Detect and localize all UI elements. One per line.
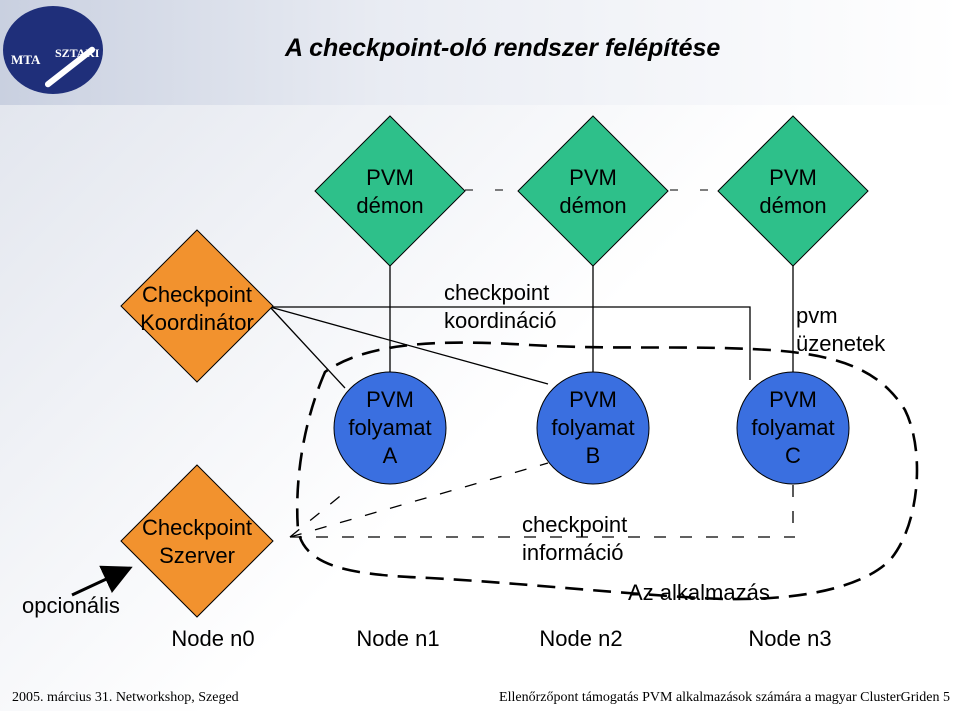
pvm-demon-3 [717, 115, 869, 267]
pvm-messages-annotation: pvm üzenetek [796, 302, 885, 358]
node-label-n1: Node n1 [356, 626, 440, 651]
pvm-process-b-label: PVM folyamat B [551, 386, 634, 470]
checkpoint-server-label: Checkpoint Szerver [142, 514, 252, 570]
pvm-process-a-line3: A [382, 443, 398, 468]
coordination-annotation-line2: koordináció [444, 308, 557, 333]
pvm-demon-2 [517, 115, 669, 267]
coord-line-c [270, 306, 751, 380]
logo-text-sztaki: SZTAKI [55, 46, 100, 60]
pvm-process-a-line2: folyamat [348, 415, 432, 440]
pvm-process-c-line1: PVM [769, 387, 817, 412]
checkpoint-info-annotation: checkpoint információ [522, 511, 627, 567]
checkpoint-server [120, 464, 274, 618]
pvm-demon-1-line2: démon [356, 193, 424, 218]
checkpoint-info-line1: checkpoint [522, 512, 628, 537]
pvm-process-c-line3: C [785, 443, 801, 468]
pvm-process-a-label: PVM folyamat A [348, 386, 431, 470]
checkpoint-coordinator-line1: Checkpoint [141, 282, 253, 307]
node-label-n0: Node n0 [171, 626, 255, 651]
optional-label: opcionális [22, 593, 120, 618]
slide-title: A checkpoint-oló rendszer felépítése [285, 34, 721, 62]
node-label-n2: Node n2 [539, 626, 623, 651]
pvm-demon-2-label: PVM démon [559, 164, 626, 220]
pvm-process-b-line1: PVM [569, 387, 617, 412]
pvm-demon-3-line1: PVM [769, 165, 817, 190]
application-label: Az alkalmazás [628, 580, 770, 605]
coordination-annotation-line1: checkpoint [444, 280, 550, 305]
pvm-process-c-line2: folyamat [751, 415, 835, 440]
checkpoint-coordinator [120, 229, 274, 383]
footer-left: 2005. március 31. Networkshop, Szeged [12, 690, 239, 705]
pvm-process-b-line3: B [585, 443, 601, 468]
node-label-n3: Node n3 [748, 626, 832, 651]
mta-sztaki-logo: MTA SZTAKI [3, 6, 103, 94]
checkpoint-server-line1: Checkpoint [141, 515, 253, 540]
pvm-demon-1-line1: PVM [366, 165, 414, 190]
coord-line-a [269, 306, 346, 389]
pvm-messages-line1: pvm [796, 303, 838, 328]
pvm-process-c [736, 371, 850, 485]
pvm-demon-1-label: PVM démon [356, 164, 423, 220]
pvm-demon-3-label: PVM démon [759, 164, 826, 220]
optional-arrow [71, 565, 133, 597]
pvm-process-b [536, 371, 650, 485]
footer-right: Ellenőrzőpont támogatás PVM alkalmazások… [499, 690, 950, 705]
pvm-demon-1 [314, 115, 466, 267]
ckpt-info-line-a [289, 487, 351, 538]
checkpoint-server-line2: Szerver [159, 543, 235, 568]
pvm-demon-2-line2: démon [559, 193, 627, 218]
pvm-process-a-line1: PVM [366, 387, 414, 412]
pvm-process-c-label: PVM folyamat C [751, 386, 834, 470]
pvm-process-b-line2: folyamat [551, 415, 635, 440]
coordination-annotation: checkpoint koordináció [444, 279, 557, 335]
logo-text-mta: MTA [11, 52, 41, 67]
pvm-process-a [333, 371, 447, 485]
header-band [0, 0, 960, 105]
checkpoint-coordinator-line2: Koordinátor [140, 310, 254, 335]
ckpt-info-line-b [289, 462, 549, 538]
coord-line-b [269, 306, 549, 385]
pvm-messages-line2: üzenetek [796, 331, 886, 356]
application-boundary [295, 341, 919, 601]
checkpoint-info-line2: információ [522, 540, 624, 565]
checkpoint-coordinator-label: Checkpoint Koordinátor [140, 281, 254, 337]
pvm-demon-2-line1: PVM [569, 165, 617, 190]
pvm-demon-3-line2: démon [759, 193, 827, 218]
